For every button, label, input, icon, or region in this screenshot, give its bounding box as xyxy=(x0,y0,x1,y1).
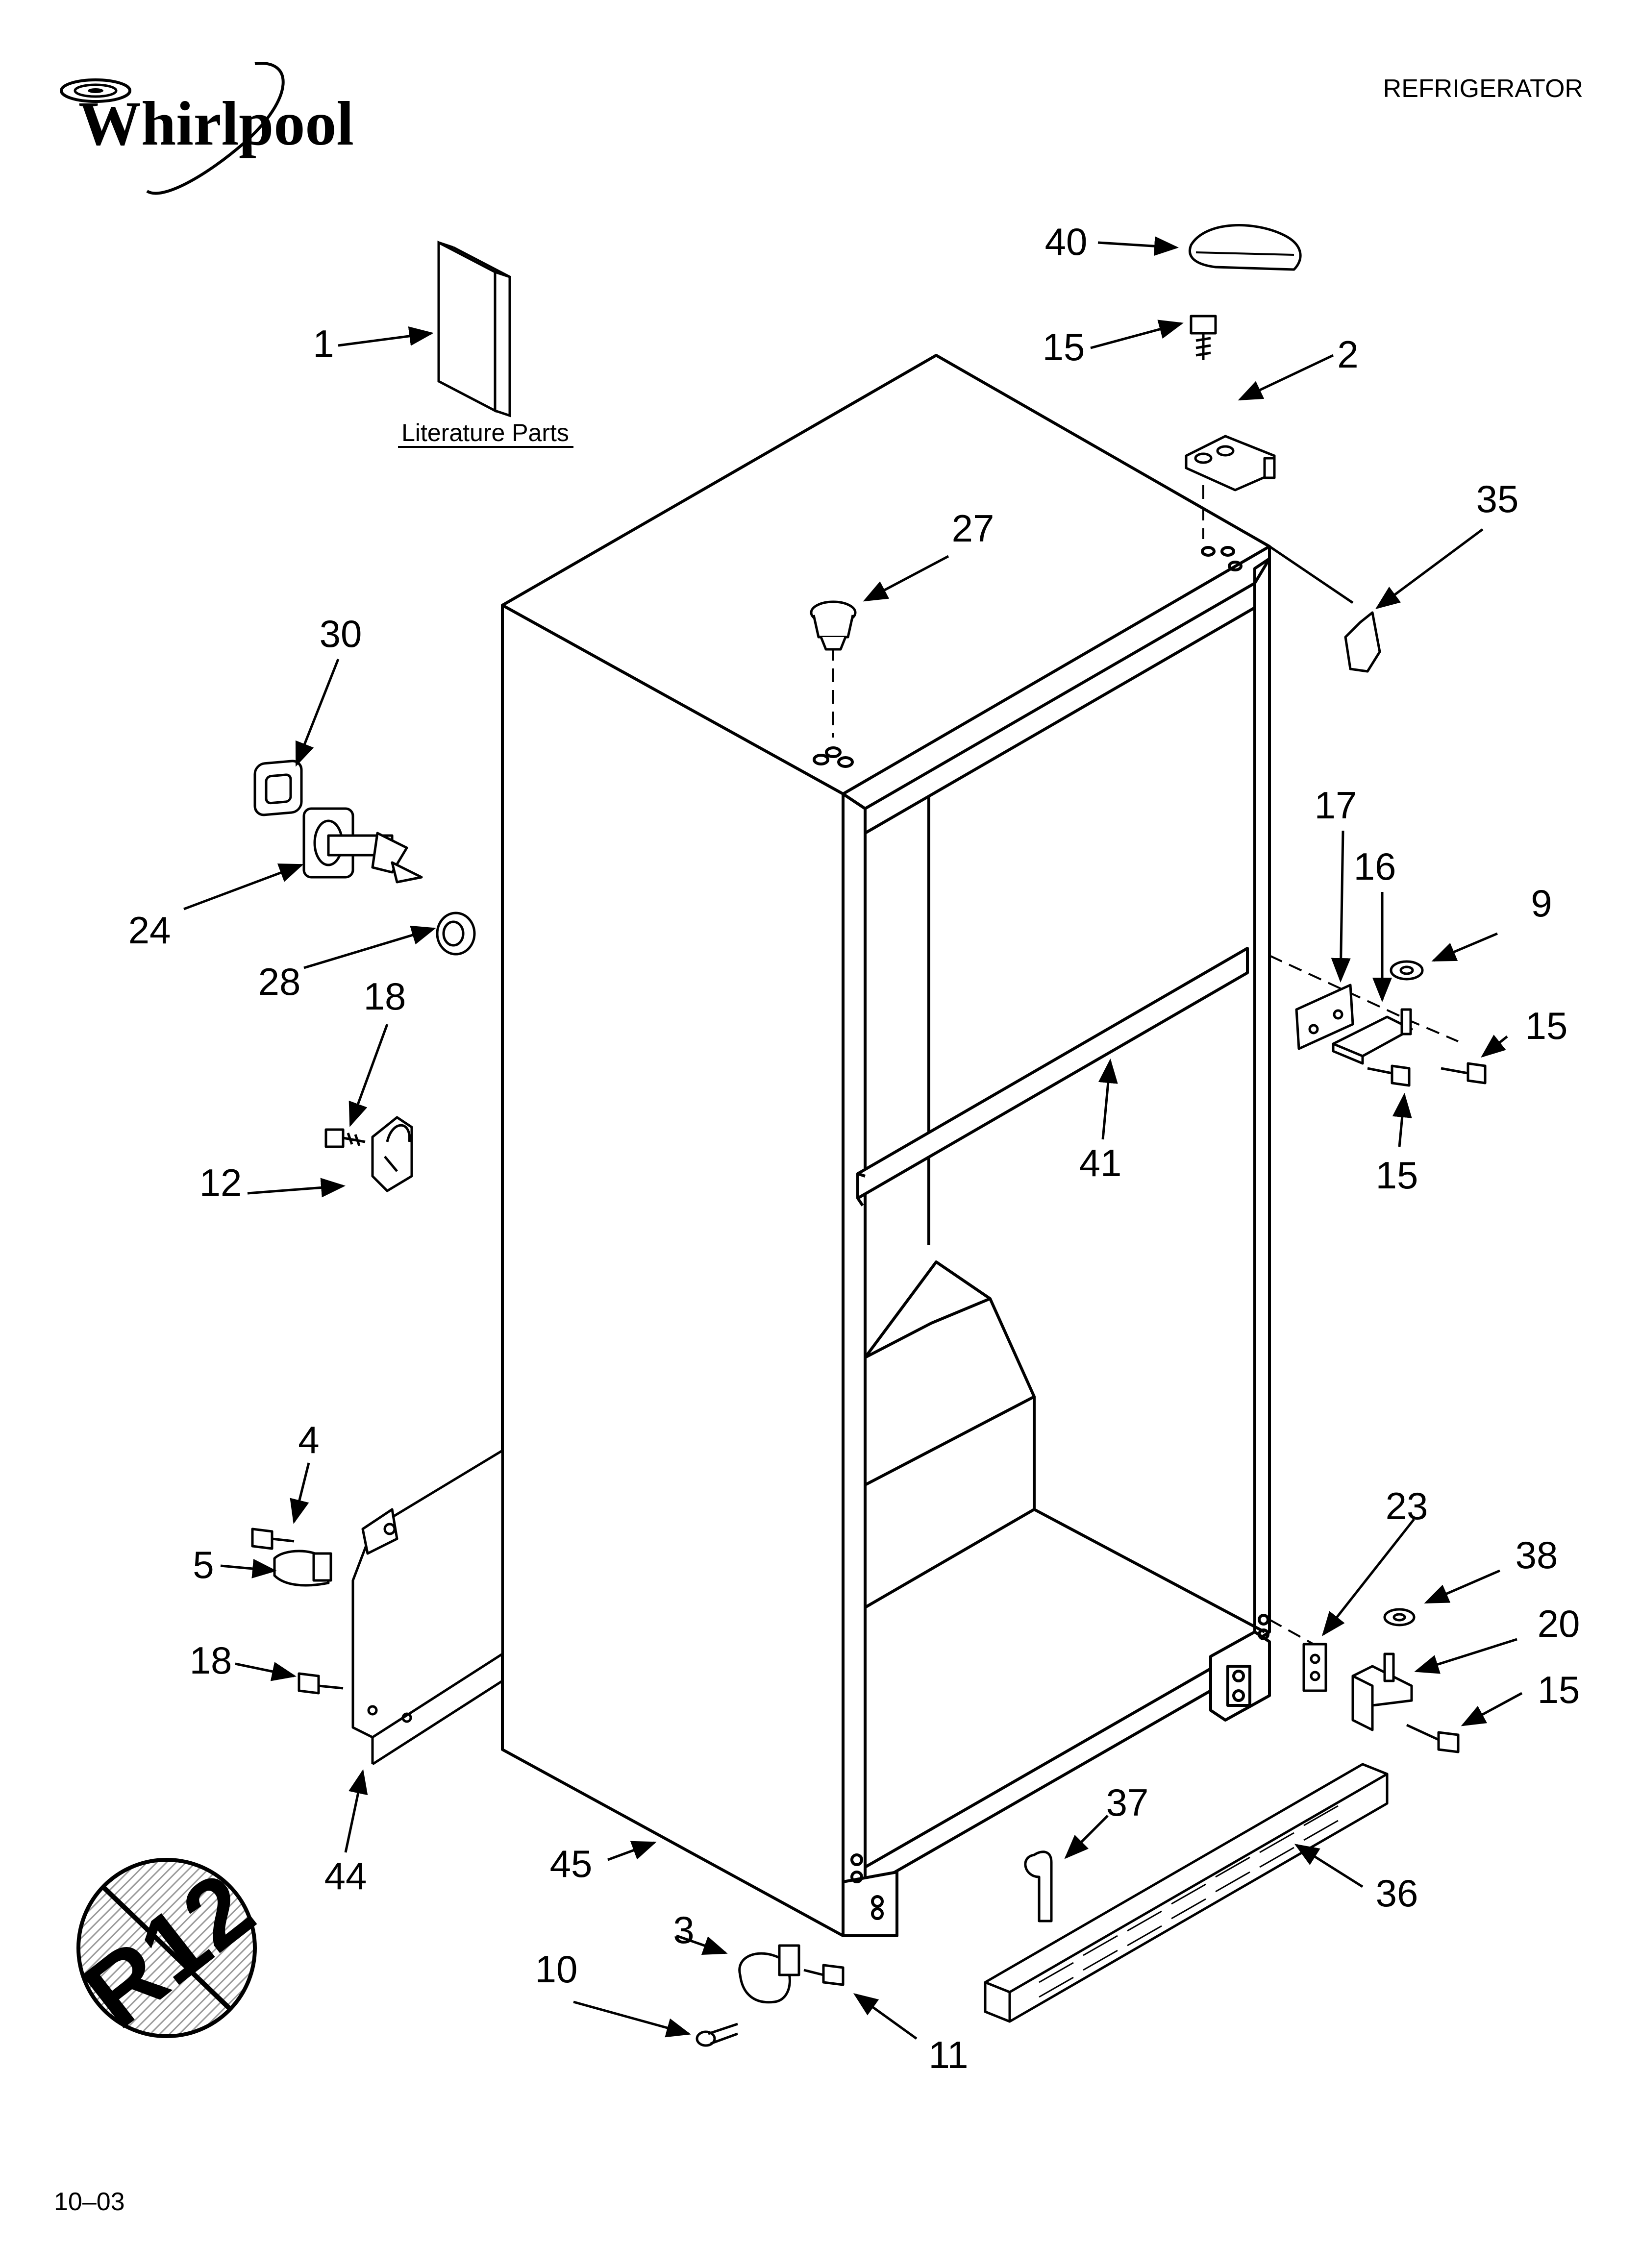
callout-5: 5 xyxy=(193,1543,214,1586)
washer-part xyxy=(1383,1608,1416,1627)
callout-20: 20 xyxy=(1538,1602,1580,1645)
callout-15: 15 xyxy=(1043,325,1085,369)
callout-30: 30 xyxy=(320,612,362,655)
screw-part xyxy=(1406,1724,1460,1753)
callout-15: 15 xyxy=(1376,1154,1418,1197)
callout-11: 11 xyxy=(929,2033,969,2076)
callout-3: 3 xyxy=(673,1908,694,1951)
grommet-part xyxy=(253,760,303,816)
callout-23: 23 xyxy=(1386,1484,1428,1528)
callout-35: 35 xyxy=(1476,477,1519,520)
alignment-guides xyxy=(832,485,1459,1645)
whirlpool-logo: Whirlpool xyxy=(60,62,354,195)
clip-part xyxy=(273,1550,332,1587)
callout-36: 36 xyxy=(1376,1872,1418,1915)
callout-15: 15 xyxy=(1538,1668,1580,1711)
callout-38: 38 xyxy=(1516,1533,1558,1577)
roller-bracket-part xyxy=(738,1944,800,2004)
callout-18: 18 xyxy=(364,975,406,1018)
side-cover-panel-part xyxy=(351,1449,504,1766)
page-title: REFRIGERATOR xyxy=(1383,74,1583,103)
leveling-pin-part xyxy=(696,2022,738,2047)
callout-9: 9 xyxy=(1531,882,1552,925)
top-hinge-part xyxy=(1185,435,1276,492)
callout-37: 37 xyxy=(1106,1781,1149,1824)
leader-arrows xyxy=(183,236,1523,2040)
callout-12: 12 xyxy=(199,1161,242,1204)
center-hinge-part xyxy=(1332,1008,1413,1065)
callout-15: 15 xyxy=(1525,1004,1568,1047)
callout-45: 45 xyxy=(550,1842,593,1885)
callout-28: 28 xyxy=(258,960,301,1003)
latch-pin-part xyxy=(302,807,423,884)
callout-27: 27 xyxy=(952,507,995,550)
callout-24: 24 xyxy=(128,909,171,952)
screw-part xyxy=(1190,315,1217,360)
center-hinge-bracket-part xyxy=(1295,984,1354,1050)
hinge-shim-part xyxy=(1302,1643,1327,1692)
hinge-cover-part xyxy=(1189,224,1302,271)
screw-part xyxy=(1441,1062,1487,1085)
screw-part xyxy=(324,1128,366,1148)
callout-16: 16 xyxy=(1354,845,1396,888)
callout-10: 10 xyxy=(535,1948,578,1991)
callout-labels: 1 40 15 2 35 27 30 24 28 18 12 17 16 9 1… xyxy=(128,220,1580,2076)
screw-part xyxy=(298,1672,344,1695)
grille-clip-part xyxy=(1024,1850,1053,1923)
callout-44: 44 xyxy=(324,1854,367,1898)
bottom-hinge-part xyxy=(1351,1652,1413,1731)
brand-wordmark: Whirlpool xyxy=(78,89,354,158)
screw-part xyxy=(1367,1064,1411,1087)
hinge-end-cap-part xyxy=(1344,611,1381,673)
door-stop-bracket-part xyxy=(371,1116,413,1192)
literature-booklet xyxy=(437,240,511,418)
base-grille-part xyxy=(984,1763,1389,2023)
callout-4: 4 xyxy=(298,1418,319,1461)
washer-part xyxy=(1390,960,1424,981)
plug-button-part xyxy=(810,600,857,651)
washer-part xyxy=(436,912,476,956)
literature-parts-label: Literature Parts xyxy=(401,419,569,446)
callout-1: 1 xyxy=(313,322,334,365)
no-r12-badge: R12 xyxy=(64,1852,273,2049)
refrigerator-cabinet xyxy=(501,354,1271,1937)
date-code: 10–03 xyxy=(54,2188,125,2216)
callout-40: 40 xyxy=(1045,220,1088,263)
callout-2: 2 xyxy=(1337,333,1358,376)
screw-part xyxy=(251,1528,295,1550)
callout-18: 18 xyxy=(190,1639,232,1682)
screw-part xyxy=(803,1964,845,1986)
callout-17: 17 xyxy=(1315,784,1357,827)
callout-41: 41 xyxy=(1079,1141,1122,1184)
